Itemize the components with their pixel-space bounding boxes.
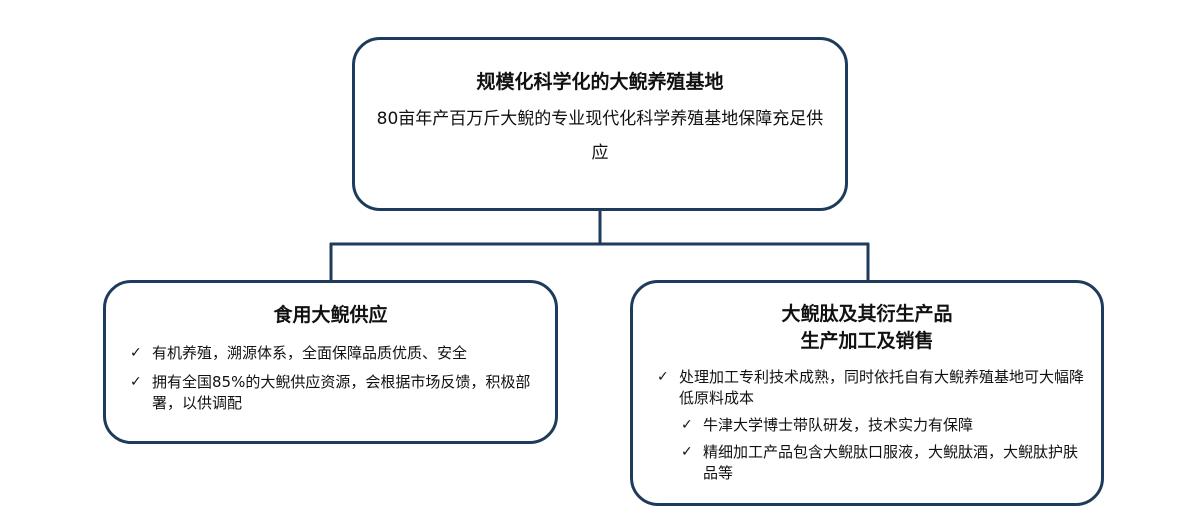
left-bullet-list: ✓ 有机养殖，溯源体系，全面保障品质优质、安全 ✓ 拥有全国85%的大鲵供应资源… [120,343,541,414]
right-node-box: 大鲵肽及其衍生产品 生产加工及销售 ✓ 处理加工专利技术成熟，同时依托自有大鲵养… [630,280,1104,506]
bullet-text: 拥有全国85%的大鲵供应资源，会根据市场反馈，积极部署，以供调配 [152,373,531,412]
list-item: ✓ 精细加工产品包含大鲵肽口服液，大鲵肽酒，大鲵肽护肤品等 [671,442,1087,484]
right-node-title: 大鲵肽及其衍生产品 生产加工及销售 [633,301,1101,355]
bullet-text: 处理加工专利技术成熟，同时依托自有大鲵养殖基地可大幅降低原料成本 [679,368,1085,407]
list-item: ✓ 有机养殖，溯源体系，全面保障品质优质、安全 [120,343,541,364]
bullet-text: 有机养殖，溯源体系，全面保障品质优质、安全 [152,344,468,362]
check-icon: ✓ [657,369,669,385]
right-node-title-line1: 大鲵肽及其衍生产品 [781,303,953,325]
check-icon: ✓ [681,417,693,433]
bullet-text: 牛津大学博士带队研发，技术实力有保障 [703,416,974,434]
right-bullet-list: ✓ 处理加工专利技术成熟，同时依托自有大鲵养殖基地可大幅降低原料成本 ✓ 牛津大… [647,367,1087,484]
left-node-box: 食用大鲵供应 ✓ 有机养殖，溯源体系，全面保障品质优质、安全 ✓ 拥有全国85%… [103,280,558,444]
top-node-box: 规模化科学化的大鲵养殖基地 80亩年产百万斤大鲵的专业现代化科学养殖基地保障充足… [352,37,848,211]
list-item: ✓ 拥有全国85%的大鲵供应资源，会根据市场反馈，积极部署，以供调配 [120,372,541,414]
list-item: ✓ 处理加工专利技术成熟，同时依托自有大鲵养殖基地可大幅降低原料成本 [647,367,1087,409]
bullet-text: 精细加工产品包含大鲵肽口服液，大鲵肽酒，大鲵肽护肤品等 [703,443,1079,482]
left-node-title: 食用大鲵供应 [273,304,388,326]
top-node-title: 规模化科学化的大鲵养殖基地 [476,71,724,93]
check-icon: ✓ [130,345,142,361]
check-icon: ✓ [681,444,693,460]
top-node-subtitle: 80亩年产百万斤大鲵的专业现代化科学养殖基地保障充足供应 [376,109,824,163]
right-node-title-line2: 生产加工及销售 [800,330,934,352]
list-item: ✓ 牛津大学博士带队研发，技术实力有保障 [671,415,1087,436]
check-icon: ✓ [130,374,142,390]
